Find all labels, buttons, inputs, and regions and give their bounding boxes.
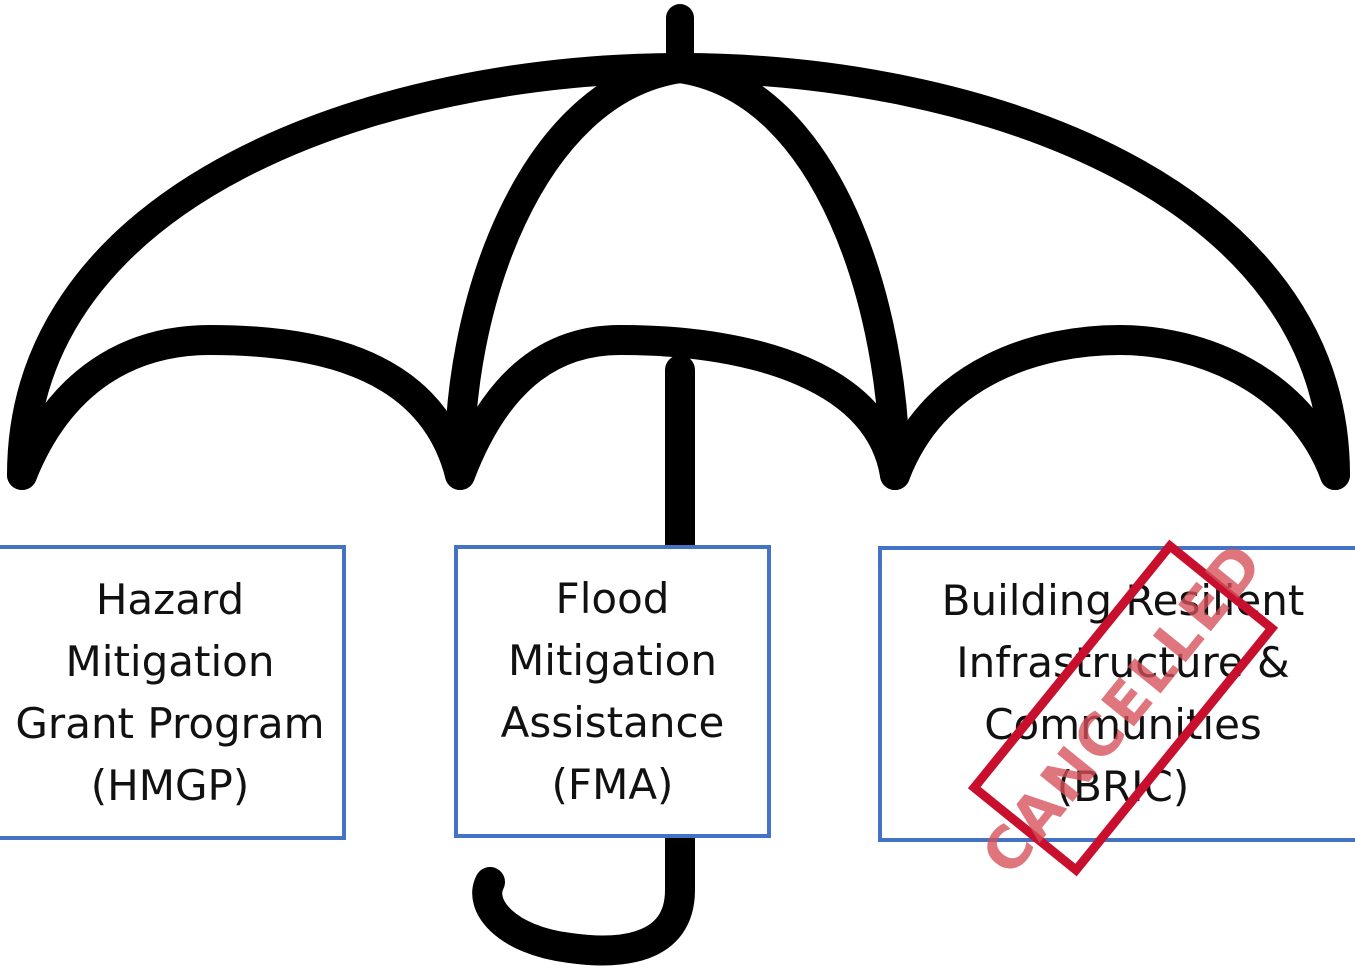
umbrella-handle xyxy=(472,355,695,966)
program-label-line: (FMA) xyxy=(551,759,674,809)
program-box-hmgp: Hazard Mitigation Grant Program (HMGP) xyxy=(0,545,346,840)
program-label-line: (HMGP) xyxy=(90,760,250,810)
umbrella-scallops xyxy=(7,325,1350,490)
program-box-fma: Flood Mitigation Assistance (FMA) xyxy=(454,545,771,838)
umbrella-rib-left xyxy=(444,53,695,490)
program-label-line: Assistance xyxy=(500,697,725,747)
program-box-bric: Building Resilient Infrastructure & Comm… xyxy=(878,546,1355,842)
program-label-line: Grant Program xyxy=(15,698,325,748)
program-label-line: (BRIC) xyxy=(1056,762,1190,811)
program-label-line: Communities xyxy=(984,700,1262,749)
umbrella-rib-right xyxy=(665,53,910,490)
program-label-line: Mitigation xyxy=(65,636,275,686)
program-label-line: Building Resilient xyxy=(941,576,1305,625)
program-label-line: Mitigation xyxy=(508,635,717,685)
program-label-line: Flood xyxy=(555,573,670,623)
program-label-line: Hazard xyxy=(95,574,245,624)
program-label-line: Infrastructure & xyxy=(956,638,1290,687)
